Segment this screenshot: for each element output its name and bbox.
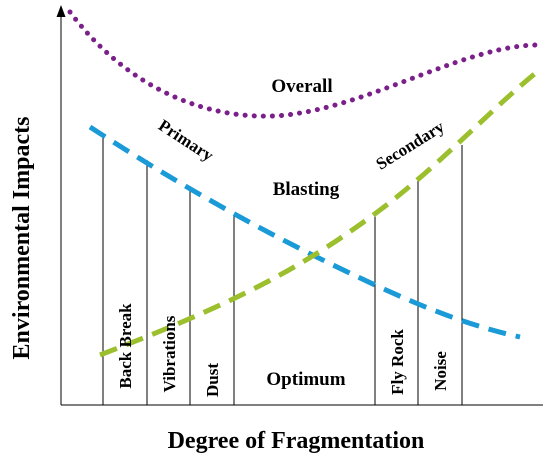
x-axis-title: Degree of Fragmentation — [168, 428, 425, 454]
overall-curve — [67, 9, 541, 119]
dust-label: Dust — [203, 363, 222, 397]
fly-rock-label: Fly Rock — [388, 329, 407, 395]
secondary-curve — [99, 70, 539, 358]
primary-label: Primary — [155, 116, 217, 166]
primary-curve — [88, 124, 521, 340]
overall-label: Overall — [271, 76, 332, 97]
vibrations-label: Vibrations — [160, 315, 179, 392]
back-break-label: Back Break — [116, 303, 135, 389]
y-axis-arrow — [56, 5, 66, 17]
blasting-label: Blasting — [273, 179, 340, 200]
secondary-label: Secondary — [373, 117, 448, 174]
noise-label: Noise — [431, 351, 450, 391]
optimum-label: Optimum — [266, 369, 345, 390]
y-axis-title: Environmental Impacts — [9, 117, 35, 360]
